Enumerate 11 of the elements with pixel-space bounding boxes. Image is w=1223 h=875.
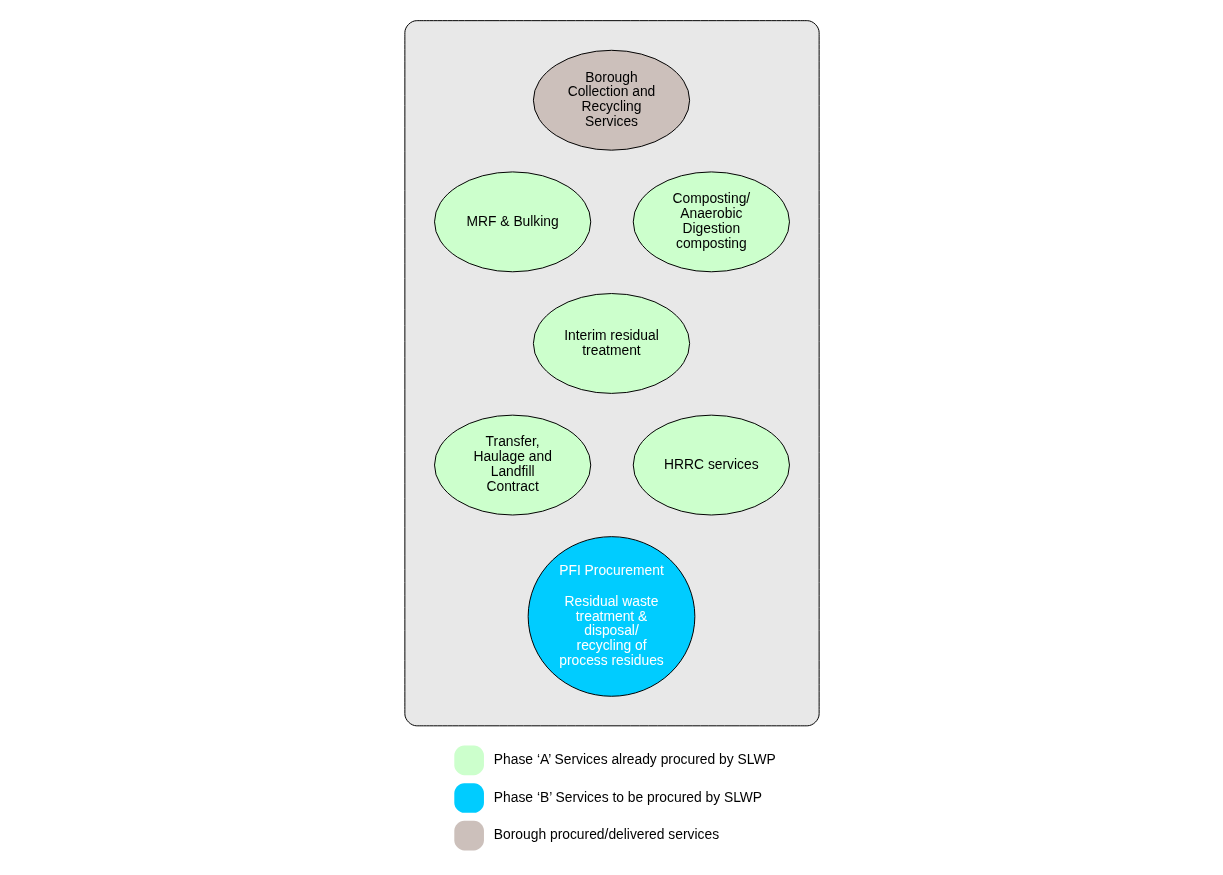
legend-label: Phase ‘A’ Services already procured by SLWP bbox=[493, 751, 776, 768]
node-circle: PFI Procurement Residual waste treatment & disposal/ recycling of process residues bbox=[527, 536, 695, 697]
node-ellipse: Composting/ Anaerobic Digestion composting bbox=[632, 171, 790, 273]
node-ellipse: HRRC services bbox=[632, 414, 790, 516]
node-ellipse: Borough Collection and Recycling Services bbox=[532, 49, 690, 151]
node-ellipse: Interim residual treatment bbox=[532, 293, 690, 394]
legend-label: Borough procured/delivered services bbox=[493, 826, 719, 843]
cluster bbox=[403, 20, 820, 727]
node-ellipse: MRF & Bulking bbox=[433, 171, 591, 273]
node-ellipse: Transfer, Haulage and Landfill Contract bbox=[433, 414, 591, 516]
legend-label: Phase ‘B’ Services to be procured by SLWP bbox=[493, 788, 762, 805]
